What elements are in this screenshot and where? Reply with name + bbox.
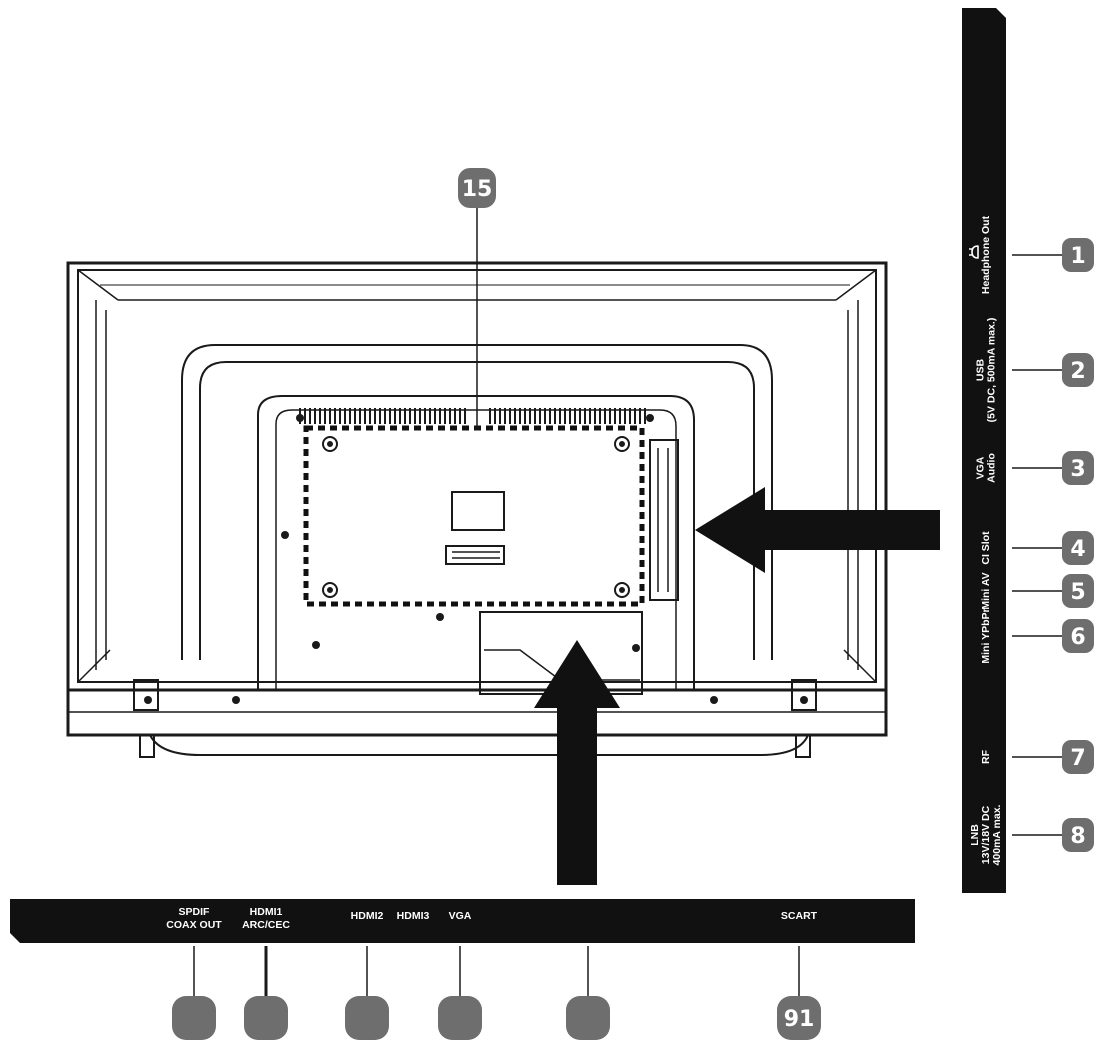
callout-badge-8: [1062, 818, 1094, 852]
side-port-7: 7 RF: [980, 740, 1094, 774]
callout-number-4: 4: [1070, 537, 1085, 562]
bottom-port-3: HDMI2: [345, 910, 389, 1040]
callout-badge-5: [1062, 574, 1094, 608]
side-port-label-4: CI Slot: [980, 531, 992, 565]
headphone-icon: [969, 245, 979, 259]
tv-rear-panel: [66, 261, 888, 758]
callout-number-6: 6: [1070, 625, 1085, 650]
side-port-label-5: Mini AV: [980, 572, 992, 609]
bottom-port-4: HDMI3: [397, 910, 430, 922]
bottom-callout-badge-1: [172, 996, 216, 1040]
callout-number-5: 5: [1070, 580, 1085, 605]
side-port-5: 5 Mini AV: [980, 572, 1094, 610]
side-port-label-1: Headphone Out: [980, 215, 992, 294]
bottom-port-5: VGA: [438, 910, 482, 1040]
side-port-label-2: USB(5V DC, 500mA max.): [975, 318, 998, 423]
callout-badge-15: 15: [458, 168, 496, 208]
arrow-icon-bottom: [534, 640, 620, 885]
side-port-label-8: LNB13V/18V DC400mA max.: [969, 804, 1003, 865]
side-connector-panel: [962, 8, 1006, 893]
rating-label-area: [451, 491, 505, 531]
bottom-port-label-7: SCART: [781, 910, 818, 922]
callout-badge-3: [1062, 451, 1094, 485]
warning-label: [445, 545, 505, 565]
side-port-list: 1 Headphone Out 2 USB(5V DC, 500mA max.) 3 VG…: [969, 215, 1094, 865]
callout-badge-2: [1062, 353, 1094, 387]
bottom-port-6: [566, 946, 610, 1040]
callout-number-1: 1: [1070, 244, 1085, 269]
bottom-port-label-4: HDMI3: [397, 910, 430, 922]
side-port-4: 4 CI Slot: [980, 531, 1094, 565]
callout-badge-1: [1062, 238, 1094, 272]
vesa-screws: [322, 436, 630, 598]
back-screws: [144, 414, 808, 704]
side-port-label-6: Mini YPbPr: [980, 608, 992, 663]
arrow-icon-right-side: [695, 487, 940, 573]
bottom-port-7: SCART 91: [777, 910, 821, 1040]
callout-number-7: 7: [1070, 746, 1085, 771]
callout-badge-4: [1062, 531, 1094, 565]
callout-badge-7: [1062, 740, 1094, 774]
bottom-callout-badge-5: [438, 996, 482, 1040]
callout-number-8: 8: [1070, 824, 1085, 849]
callout-15-number: 15: [462, 177, 493, 202]
side-port-8: 8 LNB13V/18V DC400mA max.: [969, 804, 1094, 865]
side-port-2: 2 USB(5V DC, 500mA max.): [975, 318, 1094, 423]
bottom-port-label-3: HDMI2: [351, 910, 384, 922]
side-port-1: 1 Headphone Out: [980, 215, 1094, 294]
callout-number-3: 3: [1070, 457, 1085, 482]
side-port-label-7: RF: [980, 749, 992, 764]
callout-number-2: 2: [1070, 359, 1085, 384]
bottom-callout-number-7: 91: [784, 1007, 815, 1032]
side-port-label-3: VGAAudio: [975, 453, 998, 483]
tv-vents: [299, 408, 646, 424]
bottom-connector-panel: [10, 899, 915, 943]
vesa-mount-area: [303, 425, 645, 607]
bottom-callout-badge-6: [566, 996, 610, 1040]
bottom-callout-badge-7: [777, 996, 821, 1040]
callout-badge-6: [1062, 619, 1094, 653]
side-port-6: 6 Mini YPbPr: [980, 608, 1094, 664]
bottom-port-label-5: VGA: [449, 910, 472, 922]
bottom-callout-badge-2: [244, 996, 288, 1040]
bottom-callout-badge-3: [345, 996, 389, 1040]
side-port-3: 3 VGAAudio: [975, 451, 1094, 485]
